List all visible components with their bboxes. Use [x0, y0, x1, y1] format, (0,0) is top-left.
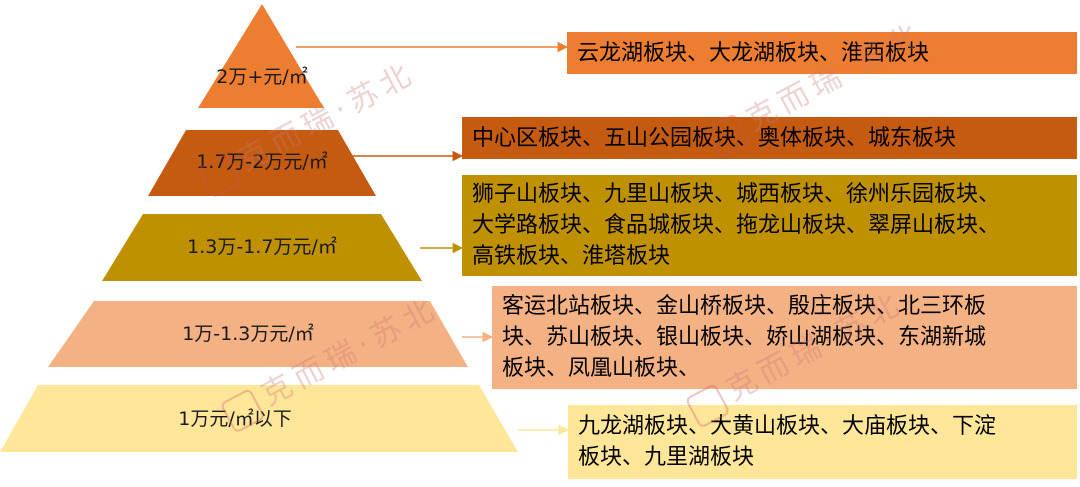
tier-2-districts-box: 中心区板块、五山公园板块、奥体板块、城东板块 — [462, 117, 1077, 159]
tier-4-price-label: 1万-1.3万元/㎡ — [182, 323, 314, 345]
tier-1-districts-box: 云龙湖板块、大龙湖板块、淮西板块 — [567, 32, 1077, 74]
districts-line: 板块、九里湖板块 — [578, 445, 755, 470]
pyramid-tier-4 — [48, 301, 468, 367]
pyramid-tier-5 — [0, 385, 518, 452]
tier-3-districts-box: 狮子山板块、九里山板块、城西板块、徐州乐园板块、大学路板块、食品城板块、拖龙山板… — [462, 175, 1077, 276]
tier-5-price-label: 1万元/㎡以下 — [178, 408, 292, 430]
tier-4-districts-box: 客运北站板块、金山桥板块、殷庄板块、北三环板块、苏山板块、银山板块、娇山湖板块、… — [492, 286, 1077, 389]
districts-line: 客运北站板块、金山桥板块、殷庄板块、北三环板 — [502, 294, 987, 319]
tier-3-price-label: 1.3万-1.7万元/㎡ — [187, 236, 337, 258]
districts-line: 板块、凤凰山板块、 — [502, 356, 701, 381]
districts-line: 狮子山板块、九里山板块、城西板块、徐州乐园板块、 — [472, 182, 1001, 207]
pyramid-tier-2 — [148, 130, 376, 196]
districts-line: 中心区板块、五山公园板块、奥体板块、城东板块 — [472, 125, 957, 151]
districts-line: 九龙湖板块、大黄山板块、大庙板块、下淀 — [578, 414, 997, 439]
districts-line: 云龙湖板块、大龙湖板块、淮西板块 — [577, 40, 930, 66]
tier-1-price-label: 2万+元/㎡ — [216, 66, 308, 88]
tier-2-price-label: 1.7万-2万元/㎡ — [196, 151, 328, 173]
pyramid-tier-1 — [198, 4, 324, 108]
districts-line: 大学路板块、食品城板块、拖龙山板块、翠屏山板块、 — [472, 213, 1001, 238]
districts-line: 高铁板块、淮塔板块 — [472, 244, 671, 269]
tier-5-districts-box: 九龙湖板块、大黄山板块、大庙板块、下淀板块、九里湖板块 — [568, 405, 1077, 479]
districts-line: 块、苏山板块、银山板块、娇山湖板块、东湖新城 — [502, 325, 987, 350]
pyramid-tier-3 — [102, 214, 422, 281]
